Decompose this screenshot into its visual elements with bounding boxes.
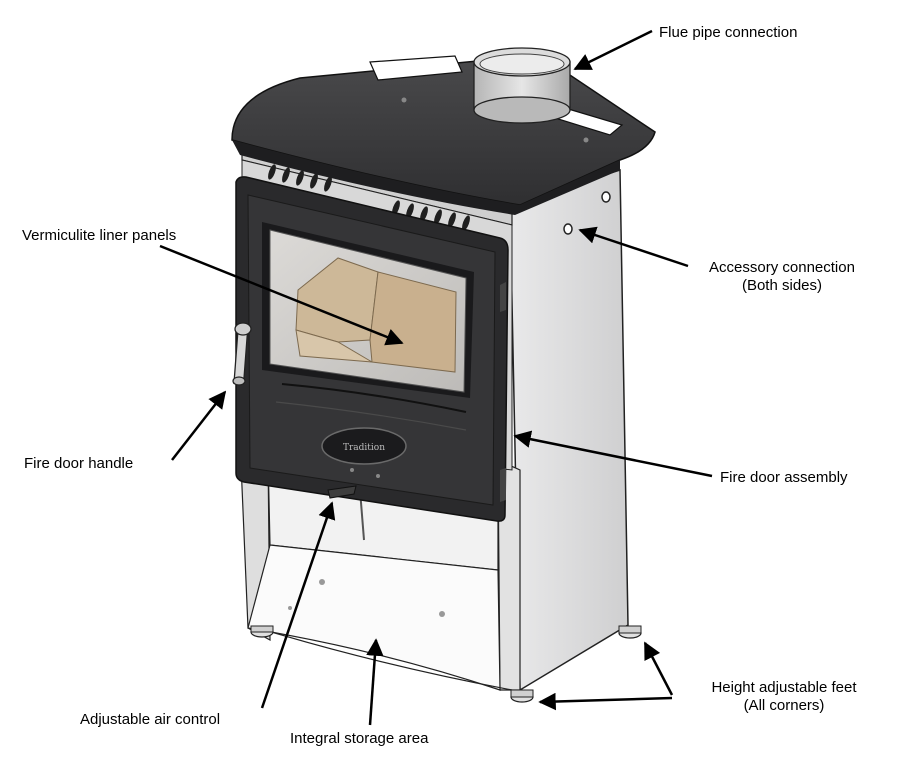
arrow-feet-front [538, 692, 673, 711]
foot-front-right [510, 689, 534, 703]
foot-front-left [250, 625, 274, 638]
flue-pipe [473, 47, 571, 124]
label-vermiculite: Vermiculite liner panels [22, 227, 176, 244]
label-air-control: Adjustable air control [80, 711, 220, 728]
arrow-feet-right [643, 641, 674, 696]
svg-text:Tradition: Tradition [343, 443, 385, 453]
label-door-handle: Fire door handle [24, 455, 133, 472]
label-accessory-line2: (Both sides) [742, 277, 822, 294]
label-door-assembly: Fire door assembly [720, 469, 848, 486]
maker-badge: Tradition [321, 427, 407, 465]
foot-back-right [618, 625, 642, 639]
label-feet-line1: Height adjustable feet [711, 679, 857, 696]
fire-door: Tradition [235, 176, 509, 522]
accessory-holes [563, 191, 611, 235]
arrow-air-control [260, 501, 336, 709]
label-feet-line2: (All corners) [744, 697, 825, 714]
arrow-storage [366, 638, 384, 726]
arrow-door-handle [171, 390, 227, 461]
door-handle [232, 322, 252, 386]
vent-slots [268, 164, 470, 231]
callout-labels: Flue pipe connection Vermiculite liner p… [22, 24, 857, 747]
adjustable-feet [250, 625, 642, 703]
arrow-door-assembly [513, 430, 713, 478]
label-flue-pipe: Flue pipe connection [659, 24, 797, 41]
arrow-flue-pipe [573, 29, 653, 71]
callout-arrows [159, 29, 713, 726]
arrow-accessory [578, 226, 689, 268]
label-accessory-line1: Accessory connection [709, 259, 855, 276]
air-control-slider [327, 468, 380, 499]
label-storage: Integral storage area [290, 730, 429, 747]
arrow-vermiculite [159, 244, 404, 346]
vermiculite-liner [295, 257, 457, 373]
